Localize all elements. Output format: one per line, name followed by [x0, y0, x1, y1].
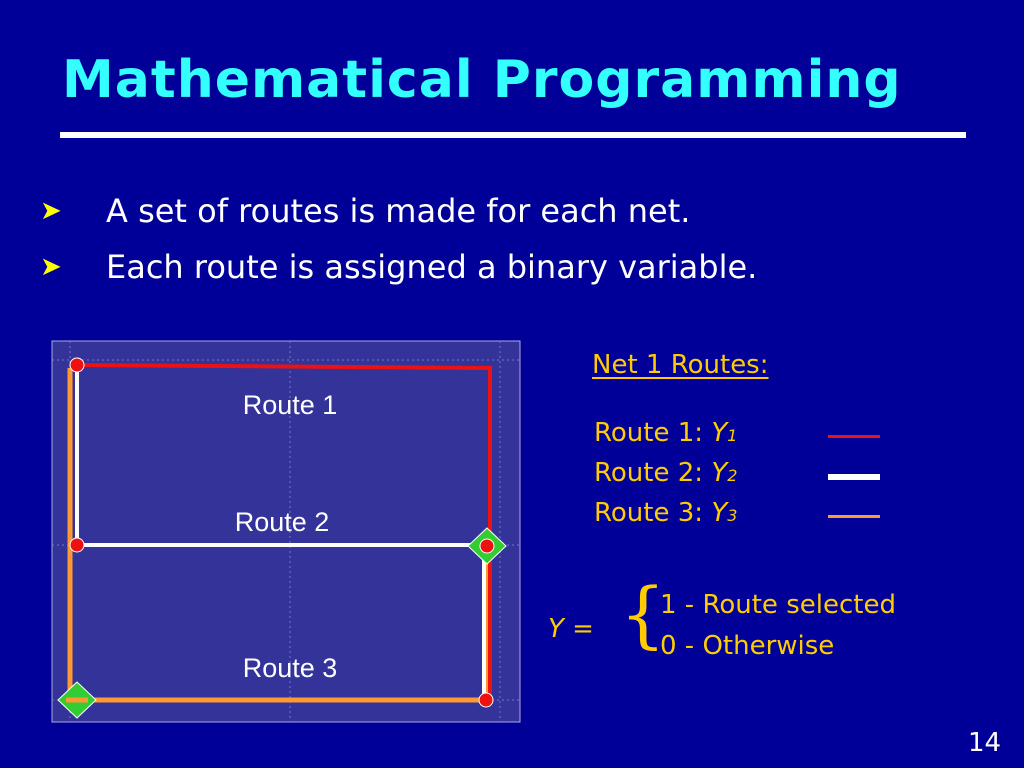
legend-heading: Net 1 Routes:	[592, 350, 769, 380]
route-2-path	[75, 368, 486, 700]
slide-title: Mathematical Programming	[62, 50, 902, 110]
legend-subscript: 1	[727, 426, 738, 445]
pin-round	[69, 357, 85, 373]
equation-case: 1 - Route selected	[660, 590, 896, 620]
legend-swatch-red	[828, 435, 880, 438]
legend-item: Route 1: Y1	[594, 418, 737, 448]
bullet-item: ➤ Each route is assigned a binary variabl…	[40, 248, 757, 286]
legend-item: Route 2: Y2	[594, 458, 737, 488]
legend-subscript: 2	[727, 466, 738, 485]
legend-label: Route 1:	[594, 418, 712, 448]
route-label: Route 1	[243, 390, 338, 420]
bullet-item: ➤ A set of routes is made for each net.	[40, 192, 690, 230]
legend-label: Route 2:	[594, 458, 712, 488]
legend-variable: Y	[711, 418, 728, 448]
bullet-text: Each route is assigned a binary variable…	[106, 248, 758, 286]
equation-equals: =	[563, 614, 594, 644]
bullet-text: A set of routes is made for each net.	[106, 192, 691, 230]
pin-round	[478, 692, 494, 708]
page-number: 14	[968, 728, 1002, 758]
legend-swatch-white	[828, 474, 880, 480]
pin-round	[69, 537, 85, 553]
title-underline	[60, 132, 966, 138]
legend-swatch-orange	[828, 515, 880, 518]
grid-panel	[51, 340, 521, 723]
arrowhead-bullet-icon: ➤	[40, 196, 62, 226]
pin-round	[479, 538, 495, 554]
route-1-path	[76, 363, 492, 700]
equation-case: 0 - Otherwise	[660, 631, 835, 661]
legend-item: Route 3: Y3	[594, 498, 737, 528]
legend-label: Route 3:	[594, 498, 712, 528]
legend-variable: Y	[711, 458, 728, 488]
legend-variable: Y	[711, 498, 728, 528]
route-label: Route 3	[243, 653, 338, 683]
equation-brace: {	[620, 572, 666, 656]
arrowhead-bullet-icon: ➤	[40, 252, 62, 282]
route-label: Route 2	[235, 507, 330, 537]
legend-subscript: 3	[727, 506, 738, 525]
equation-lhs: Y =	[548, 614, 594, 644]
equation-variable: Y	[548, 614, 564, 644]
